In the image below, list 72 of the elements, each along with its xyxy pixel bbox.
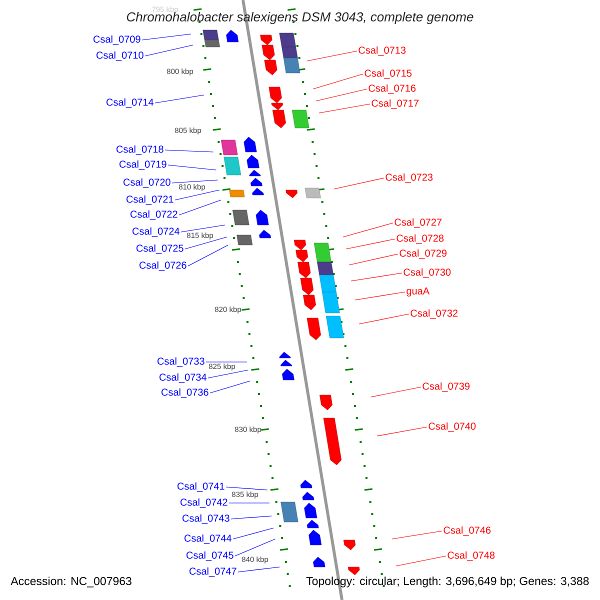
gene-label: Csal_0719 — [120, 160, 166, 170]
title: Chromohalobacter salexigens DSM 3043, complete genome — [126, 12, 474, 24]
gene-label: Csal_0718 — [116, 145, 164, 155]
leader-line — [174, 190, 220, 200]
leader-line — [164, 150, 214, 152]
leader-line — [172, 180, 218, 184]
gene-label: Csal_0742 — [180, 498, 228, 508]
leader-line — [370, 386, 422, 398]
leader-line — [230, 516, 272, 520]
gene-label: Csal_0713 — [358, 46, 406, 56]
gene-label: Csal_0745 — [186, 551, 234, 561]
leader-line — [234, 538, 276, 556]
leader-line — [228, 502, 270, 504]
leader-line — [208, 370, 248, 378]
leader-line — [358, 314, 410, 324]
leader-line — [306, 50, 358, 62]
leader-line — [354, 292, 406, 300]
gene-label: Csal_0723 — [386, 173, 433, 183]
gene-label: Csal_0727 — [394, 218, 442, 228]
leader-line — [396, 556, 446, 566]
gene-label: Csal_0721 — [126, 195, 174, 205]
gene-label: Csal_0714 — [106, 98, 154, 108]
gene-label: Csal_0743 — [182, 514, 230, 524]
gene-label: Csal_0720 — [124, 178, 170, 188]
leader-line — [312, 74, 364, 90]
gene-label: Csal_0725 — [136, 244, 184, 254]
leader-line — [392, 530, 442, 540]
gene-label: Csal_0715 — [364, 69, 412, 79]
gene-label: Csal_0733 — [158, 357, 204, 367]
leader-line — [238, 566, 280, 572]
gene-label: Csal_0736 — [162, 388, 208, 398]
gene-label: Csal_0734 — [160, 373, 206, 383]
gene-label: Csal_0730 — [404, 268, 451, 278]
gene-label: guaA — [406, 288, 430, 296]
leader-line — [316, 88, 368, 102]
leader-line — [180, 224, 226, 232]
gene-label: Csal_0726 — [140, 261, 186, 271]
leader-line — [142, 34, 192, 40]
gene-label: Csal_0716 — [368, 84, 416, 94]
gene-label: Csal_0740 — [428, 422, 476, 432]
gene-label: Csal_0741 — [178, 482, 224, 492]
leader-line — [188, 244, 228, 266]
leader-line — [154, 94, 204, 104]
leader-line — [144, 44, 194, 56]
gene-label: Csal_0732 — [410, 309, 458, 319]
info-text: Accession: NC_007963 — [10, 576, 132, 588]
leader-line — [376, 426, 428, 436]
leader-line — [346, 238, 396, 250]
gene-label: Csal_0739 — [422, 382, 470, 392]
gene-label: Csal_0724 — [132, 227, 180, 237]
leader-line — [348, 254, 398, 266]
leader-line — [232, 528, 274, 540]
gene-label: Csal_0729 — [400, 249, 447, 259]
leader-line — [226, 486, 268, 490]
leader-line — [210, 380, 250, 394]
gene-label: Csal_0709 — [94, 35, 140, 45]
leader-line — [318, 104, 370, 114]
gene-label: Csal_0710 — [96, 51, 144, 61]
gene-label: Csal_0717 — [372, 99, 418, 109]
leader-line — [168, 164, 216, 170]
gene-label: Csal_0728 — [396, 234, 444, 244]
gene-label: Csal_0748 — [448, 551, 495, 561]
gene-label: Csal_0746 — [444, 526, 491, 536]
gene-label: Csal_0747 — [190, 567, 236, 577]
info-text: Topology: circular; Length: 3,696,649 bp; Genes: 3,388 — [306, 576, 589, 588]
gene-label: Csal_0744 — [184, 534, 232, 544]
leader-line — [342, 222, 394, 238]
leader-line — [184, 236, 228, 250]
leader-line — [334, 178, 384, 190]
gene-label: Csal_0722 — [130, 210, 178, 220]
leader-line — [178, 200, 222, 216]
leader-line — [350, 272, 402, 282]
